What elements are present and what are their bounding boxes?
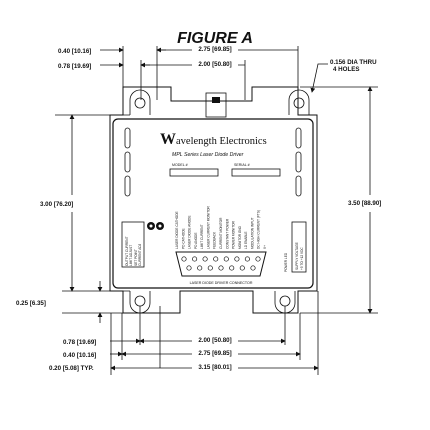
connector-pin [244,256,250,262]
brand-subtitle: MPL Series Laser Diode Driver [172,152,244,158]
connector-pin [186,265,192,271]
connector-pin [250,265,256,271]
pin-label: MONITOR GND [238,225,242,249]
device-body: W avelength Electronics MPL Series Laser… [109,86,318,314]
dim-bottom-width-mid: 2.75 [69.85] [198,350,231,357]
top-tab [205,92,227,118]
cover-panel [112,118,314,289]
left-block-text-2: LIMIT ADJUST [129,245,133,266]
connector-pin [223,256,229,262]
dim-left-bottom: 0.25 [6.35] [16,300,46,307]
dim-bottom-width-inner: 2.00 [50.80] [198,337,231,344]
connector-pin [213,256,219,262]
callout-line-1: 0.156 DIA THRU [330,59,377,66]
connector-pin [234,256,240,262]
connector-pin [218,265,224,271]
bottom-dimensions: 0.78 [19.69] 2.00 [50.80] 0.40 [10.16] 2… [49,291,319,375]
vent-slots-left [124,127,131,197]
callout-line-2: 4 HOLES [333,66,359,73]
dim-label-bg [192,348,238,357]
pin-label: LASER DIODE CATHODE [175,211,179,249]
connector-pins [181,256,261,271]
dim-top-width-outer: 2.75 [69.85] [198,46,231,53]
dim-label-bg [192,335,238,344]
mount-hole-bottom-left [134,295,146,307]
db-connector [175,251,267,277]
dim-left-height: 3.00 [76.20] [40,201,73,208]
base-plate [109,86,318,314]
pin-label: MODULATION INPUT [250,217,254,249]
supply-voltage-label-1: SUPPLY VOLTAGE [295,242,299,270]
left-block-text-4: CURRENT ADJ [138,243,142,266]
supply-label-block [291,221,307,273]
dim-bottom-left-1: 0.78 [19.69] [63,339,96,346]
connector-pin [239,265,245,271]
connector-pin [207,265,213,271]
dim-top-left-2: 0.78 [19.69] [58,63,91,70]
callout-leader [310,63,328,93]
adjust-label-block [121,221,145,268]
mount-hole-top-left [134,97,146,109]
dim-bottom-width-outer: 3.15 [80.01] [198,364,231,371]
connector-label: LASER DIODE DRIVER CONNECTOR [190,281,253,285]
dim-label-bg [192,59,238,68]
dim-top-left-1: 0.40 [10.16] [58,48,91,55]
model-box [169,168,219,177]
pin-label: LASER CURRENT MONITOR [206,206,210,249]
power-led-label: POWER LED [284,252,288,272]
trim-pot-center [158,224,162,228]
connector-pin [192,256,198,262]
pin-label: POWER MONITOR [232,220,236,249]
vent-slots-right [295,127,302,197]
connector-pin [255,256,261,262]
model-label: MODEL # [172,163,188,167]
brand-logo-icon: W [160,131,176,148]
pin-label: LD ENABLE [244,231,248,249]
pin-label: V+ [263,245,267,249]
left-block-text-3: SET POINT [134,249,138,266]
dim-label-bg [192,44,238,53]
mount-hole-bottom-right [279,295,291,307]
tab-slot [212,97,220,103]
top-dimensions: 0.40 [10.16] 2.75 [69.85] 0.78 [19.69] 2… [58,44,377,100]
connector-pin [181,256,187,262]
pin-label: LASER DIODE ANODE [188,216,192,249]
pin-label: PD CATHODE [181,228,185,249]
pin-label: DC HIGH CURRENT (FTS) [257,210,261,249]
dim-label-bg [192,362,238,371]
dim-bottom-left-2: 0.40 [10.16] [63,352,96,359]
hole-bracket [288,89,310,115]
dim-top-width-inner: 2.00 [50.80] [198,61,231,68]
serial-label: SERIAL # [234,163,250,167]
pin-label: CONSTANT POWER [225,218,229,249]
trim-pot-center [149,224,153,228]
pin-label: LIMIT CURRENT [200,224,204,249]
dim-right-height: 3.50 [88.90] [348,200,381,207]
pin-label: CURRENT MONITOR [219,217,223,249]
brand-name: avelength Electronics [176,136,267,147]
mount-hole-top-right [293,97,305,109]
dim-bottom-left-3: 0.20 [5.08] TYP. [49,365,94,372]
pin-label: PD ANODE [194,233,198,249]
figure-title: FIGURE A [177,30,253,47]
supply-voltage-label-2: +5 TO +12 VDC [300,247,304,270]
hole-bracket [129,89,151,115]
connector-pin [229,265,235,271]
connector-pin [202,256,208,262]
pin-label: FEEDBACK [213,231,217,249]
serial-box [231,168,281,177]
connector-pin [197,265,203,271]
left-block-text-1: OUTPUT CURRENT [125,236,129,266]
